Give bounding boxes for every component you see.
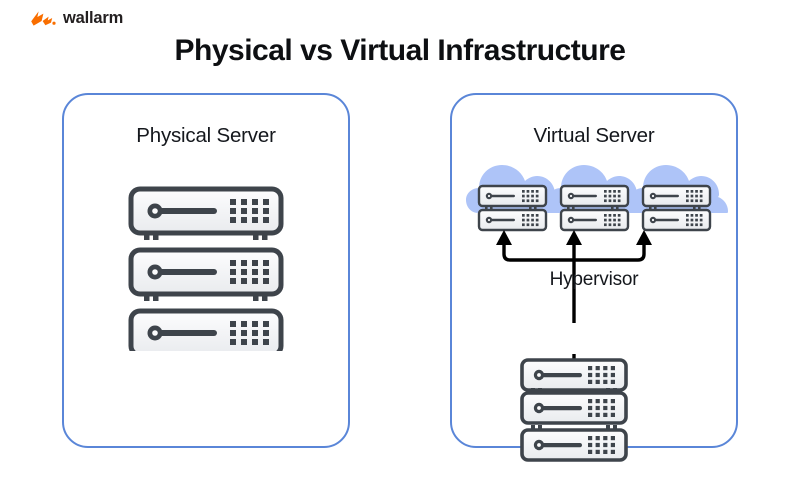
panel-title-virtual: Virtual Server bbox=[533, 124, 655, 147]
virtual-server-diagram bbox=[466, 165, 728, 425]
brand-wordmark: wallarm bbox=[63, 9, 124, 28]
hypervisor-server-rack-icon bbox=[520, 358, 628, 425]
panel-physical-server: Physical Server bbox=[62, 93, 350, 448]
wallarm-lightning-mark-icon bbox=[31, 11, 56, 26]
server-unit bbox=[128, 247, 284, 297]
arrow-up-icon bbox=[566, 230, 582, 245]
server-unit bbox=[520, 391, 628, 425]
server-unit bbox=[520, 358, 628, 392]
brand-logo: wallarm bbox=[30, 8, 123, 30]
server-unit bbox=[128, 186, 284, 236]
arrow-up-icon bbox=[496, 230, 512, 245]
physical-server-rack-icon bbox=[128, 186, 284, 351]
arrow-up-icon-group bbox=[496, 230, 652, 245]
panel-title-physical: Physical Server bbox=[136, 124, 276, 147]
cloud-group-3 bbox=[630, 165, 728, 232]
server-unit bbox=[128, 308, 284, 351]
page-title: Physical vs Virtual Infrastructure bbox=[174, 34, 626, 67]
server-unit bbox=[520, 428, 628, 462]
hypervisor-server-unit-3 bbox=[520, 425, 628, 462]
arrow-up-icon bbox=[636, 230, 652, 245]
panel-virtual-server: Virtual Server Hypervisor bbox=[450, 93, 738, 462]
